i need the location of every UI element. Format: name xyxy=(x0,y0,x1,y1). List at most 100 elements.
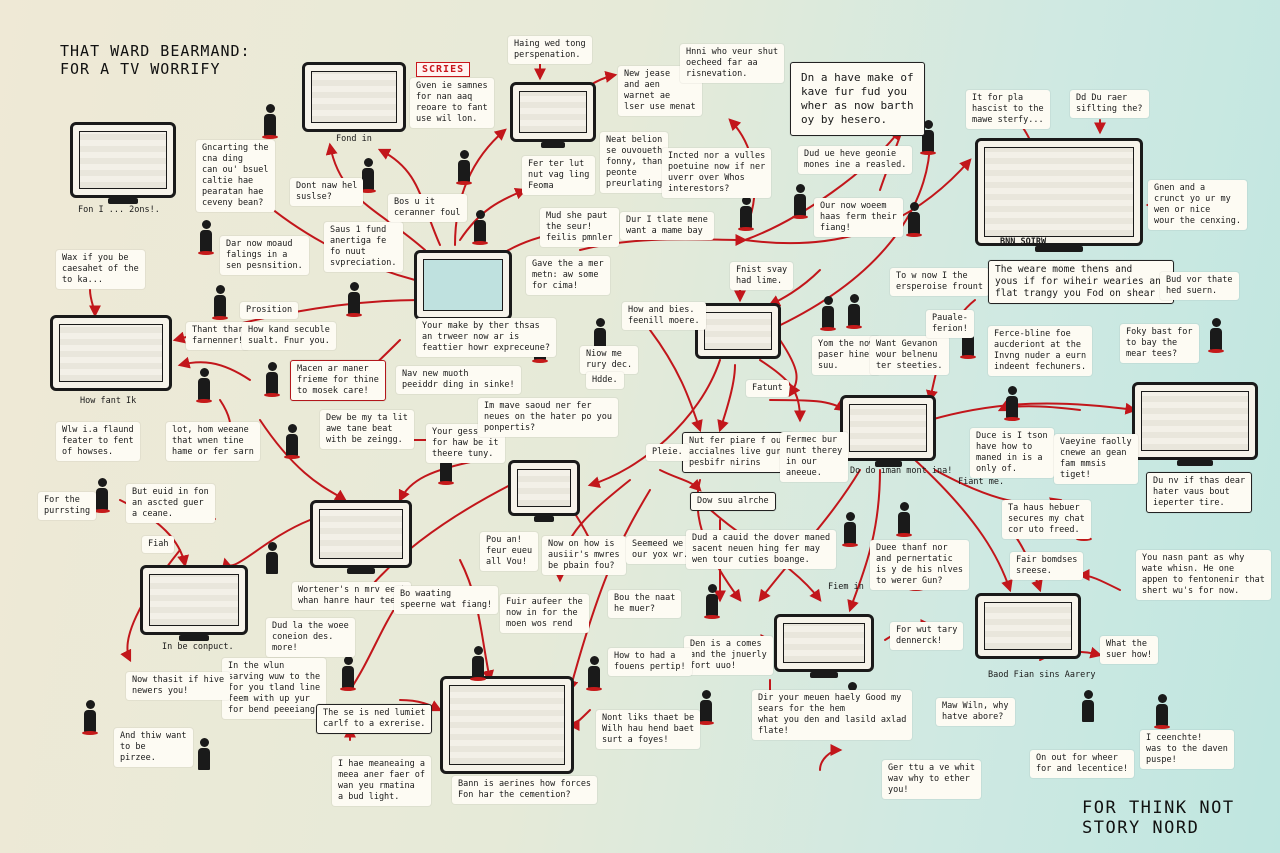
text-note: Ta haus hebuer secures my chat cor uto f… xyxy=(1002,500,1091,539)
text-note: Seemeed we our yox wr. xyxy=(626,536,695,564)
text-note: Bo waating speerne wat fiang! xyxy=(394,586,499,614)
tv-screen[interactable] xyxy=(975,593,1081,659)
tv-caption: Fon I ... 2ons!. xyxy=(78,205,160,215)
tv-screen[interactable] xyxy=(310,500,412,574)
tv-screen[interactable] xyxy=(508,460,580,522)
tv-screen[interactable] xyxy=(510,82,596,148)
connector-arrow xyxy=(1077,569,1121,591)
text-note: And thiw want to be pirzee. xyxy=(114,728,193,767)
person-figure xyxy=(896,502,912,538)
text-note: Want Gevanon wour belnenu ter steeties. xyxy=(870,336,949,375)
text-note: Nont liks thaet be Wilh hau hend baet su… xyxy=(596,710,701,749)
text-note: Now thasit if hive newers you! xyxy=(126,672,231,700)
tv-screen[interactable] xyxy=(1132,382,1258,466)
tv-screen[interactable] xyxy=(840,395,936,467)
tv-caption: Fiem in xyxy=(828,582,864,592)
text-note: Prosition xyxy=(240,302,299,319)
text-note: Bann is aerines how forces Fon har the c… xyxy=(452,776,598,804)
tv-caption: Fiant me. xyxy=(958,477,1005,487)
person-figure xyxy=(906,202,922,238)
tv-screen[interactable] xyxy=(140,565,248,641)
text-note: Pou an! feur eueu all Vou! xyxy=(480,532,539,571)
text-note: Gncarting the cna ding can ou' bsuel cal… xyxy=(196,140,275,212)
tv-screen-anchor[interactable] xyxy=(414,250,512,320)
text-note: It for pla hascist to the mawe sterfy... xyxy=(966,90,1050,129)
connector-arrow xyxy=(587,359,721,488)
text-note: Gnen and a crunct yo ur my wen or nice w… xyxy=(1148,180,1247,230)
text-note: Gave the a mer metn: aw some for cima! xyxy=(526,256,610,295)
series-badge: SCRIES xyxy=(416,62,471,77)
text-note: Fer ter lut nut vag ling Feoma xyxy=(522,156,596,195)
person-figure xyxy=(284,424,300,460)
person-figure xyxy=(820,296,836,332)
text-note: Dd Du raer siflting the? xyxy=(1070,90,1149,118)
person-figure xyxy=(196,738,212,770)
text-note: lot, hom weeane that wnen tine hame or f… xyxy=(166,422,260,461)
text-note: Ger ttu a ve whit wav why to ether you! xyxy=(882,760,981,799)
connector-arrow xyxy=(717,364,736,433)
highlight-note: Macen ar maner frieme for thine to mosek… xyxy=(290,360,386,401)
text-note: For wut tary dennerck! xyxy=(890,622,964,650)
text-note: Now on how is ausiir's mwres be pbain fo… xyxy=(542,536,626,575)
text-note: Vaeyine faolly cnewe an gean fam mmsis t… xyxy=(1054,434,1138,484)
text-note: Dud la the woee coneion des. more! xyxy=(266,618,355,657)
person-figure xyxy=(1154,694,1170,730)
tv-screen[interactable] xyxy=(70,122,176,204)
connector-arrow xyxy=(819,744,843,771)
page-title: THAT WARD BEARMAND: FOR A TV WORRIFY xyxy=(60,42,251,78)
tv-screen[interactable] xyxy=(302,62,406,132)
text-note: Haing wed tong perspenation. xyxy=(508,36,592,64)
text-note: On out for wheer for and lecentice! xyxy=(1030,750,1135,778)
tv-screen[interactable] xyxy=(50,315,172,391)
person-figure xyxy=(1208,318,1224,354)
text-note: Pleie. xyxy=(646,444,689,461)
text-note: I hae meaneaing a meea aner faer of wan … xyxy=(332,756,431,806)
connector-arrow xyxy=(914,459,1013,593)
text-note: Hdde. xyxy=(586,372,624,389)
connector-arrow xyxy=(259,419,347,502)
tv-screen[interactable] xyxy=(774,614,874,678)
text-note: Niow me rury dec. xyxy=(580,346,639,374)
text-note: How and bies. feenill moere. xyxy=(622,302,706,330)
text-note: Dir your meuen haely Good my sears for t… xyxy=(752,690,913,740)
tv-caption: BNN SOIRW xyxy=(1000,237,1047,247)
tv-screen[interactable] xyxy=(975,138,1143,252)
text-note: To w now I the ersperoise frount xyxy=(890,268,989,296)
connector-arrow xyxy=(459,559,495,683)
text-note: Dud a cauid the dover maned sacent neuen… xyxy=(686,530,837,569)
connector-arrow xyxy=(398,459,481,503)
tv-screen[interactable] xyxy=(695,303,781,359)
connector-arrow xyxy=(399,699,443,712)
person-figure xyxy=(456,150,472,186)
text-note: I ceenchte! was to the daven puspe! xyxy=(1140,730,1234,769)
text-note: Pauale- ferion! xyxy=(926,310,974,338)
text-note: Fair bomdses sreese. xyxy=(1010,552,1084,580)
person-figure xyxy=(264,542,280,574)
text-note: Duce is I tson have how to maned in is a… xyxy=(970,428,1054,478)
person-figure xyxy=(846,294,862,330)
tv-caption: In be conpuct. xyxy=(162,642,234,652)
text-note: Thant thar farnenner! xyxy=(186,322,250,350)
text-note: Your make by ther thsas an trweer now ar… xyxy=(416,318,556,357)
text-note: Fatunt xyxy=(746,380,789,397)
text-note: You nasn pant as why wate whisn. He one … xyxy=(1136,550,1271,600)
text-note: How kand secuble sualt. Fnur you. xyxy=(242,322,336,350)
person-figure xyxy=(212,285,228,321)
connector-arrow xyxy=(459,187,528,241)
text-note: How to had a fouens pertip! xyxy=(608,648,692,676)
person-figure xyxy=(792,184,808,220)
text-note: Incted nor a vulles poetuine now if ner … xyxy=(662,148,772,198)
text-note: Gven ie samnes for nan aaq reoare to fan… xyxy=(410,78,494,128)
person-figure xyxy=(698,690,714,726)
person-figure xyxy=(198,220,214,256)
person-figure xyxy=(704,584,720,620)
callout-note: The se is ned lumiet carlf to a exrerise… xyxy=(316,704,433,734)
person-figure xyxy=(262,104,278,140)
text-note: Dud ue heve geonie mones ine a reasled. xyxy=(798,146,913,174)
text-note: What the suer how! xyxy=(1100,636,1159,664)
text-note: Saus 1 fund anertiga fe fo nuut svprecia… xyxy=(324,222,403,272)
person-figure xyxy=(472,210,488,246)
text-note: Den is a comes and the jnuerly fort uuo! xyxy=(684,636,773,675)
tv-screen[interactable] xyxy=(440,676,574,774)
text-note: Im mave saoud ner fer neues on the hater… xyxy=(478,398,618,437)
